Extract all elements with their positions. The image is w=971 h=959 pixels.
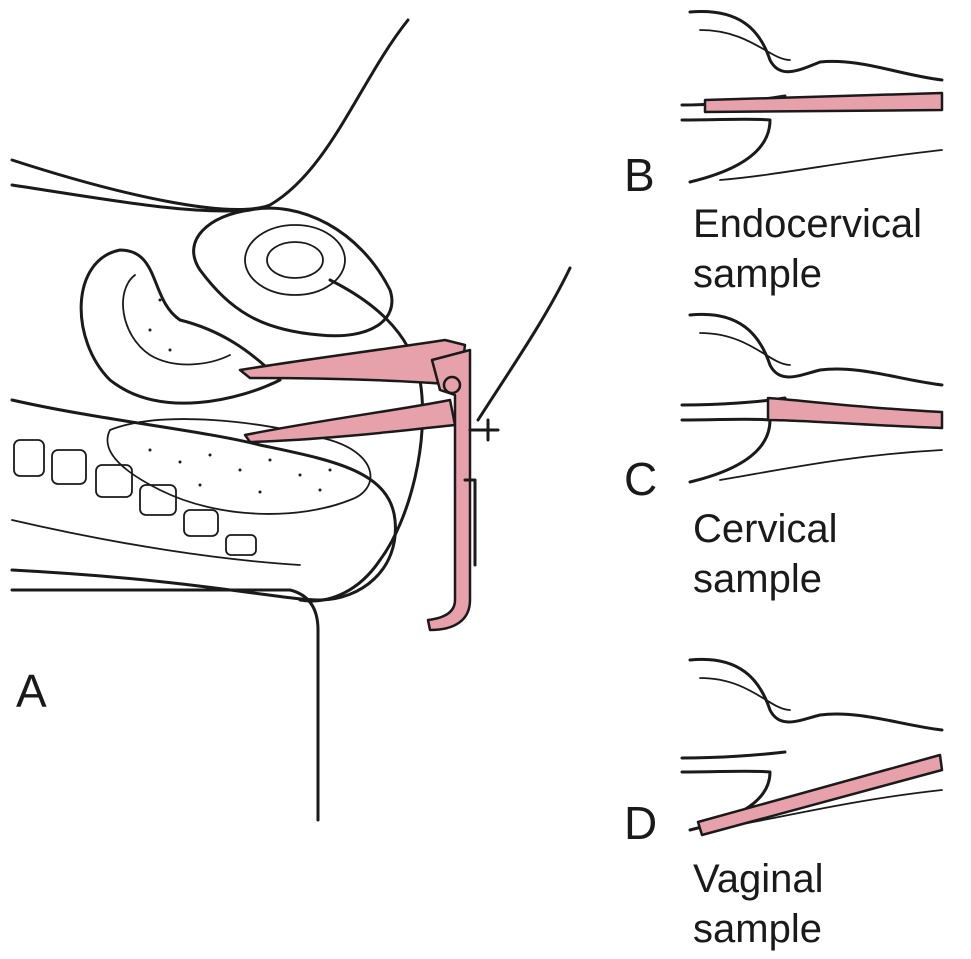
panel-d-illustration <box>682 659 942 835</box>
panel-b-caption-line1: Endocervical <box>693 200 922 248</box>
bladder-outline <box>245 225 345 295</box>
pointer-line <box>478 268 570 420</box>
bladder-inner <box>267 242 323 278</box>
table-line <box>12 590 318 820</box>
panel-c-swab <box>768 398 942 428</box>
panel-c-caption-line2: sample <box>693 555 822 603</box>
rectum-loop <box>81 250 280 403</box>
panel-b-label: B <box>624 152 655 198</box>
spine-vertebrae <box>14 440 256 555</box>
panel-a-label: A <box>16 668 47 714</box>
panel-d-caption-line1: Vaginal <box>693 855 823 903</box>
panel-b-caption-line2: sample <box>693 250 822 298</box>
uterus-outline <box>194 208 392 336</box>
speculum-upper-blade <box>240 340 465 385</box>
panel-c-label: C <box>624 456 657 502</box>
abdomen-outline <box>12 20 408 209</box>
speculum <box>240 268 570 630</box>
panel-d-label: D <box>624 800 657 846</box>
perineum-outline <box>300 280 423 601</box>
speculum-pivot <box>444 377 460 393</box>
panel-b-swab <box>705 93 942 112</box>
speculum-screw <box>470 420 498 440</box>
speculum-lower-blade <box>245 400 455 442</box>
panel-c-caption-line1: Cervical <box>693 505 837 553</box>
panel-b-illustration <box>682 12 942 182</box>
panel-c-illustration <box>682 314 942 482</box>
panel-d-caption-line2: sample <box>693 905 822 953</box>
